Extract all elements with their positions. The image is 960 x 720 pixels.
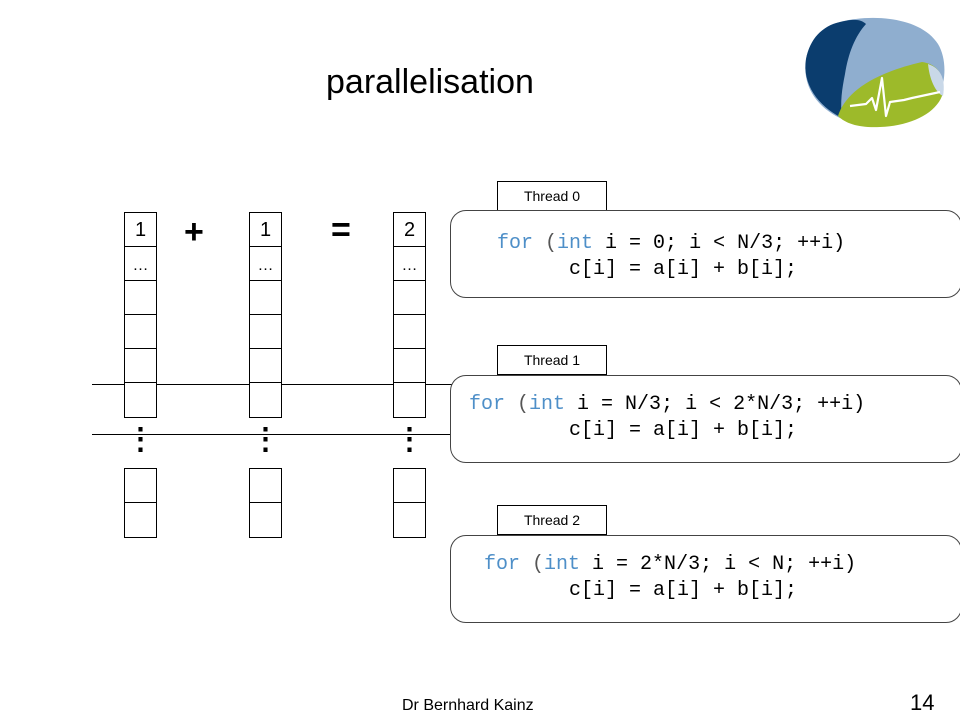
array-a-cell — [124, 314, 157, 350]
array-a-cell-ellipsis: … — [124, 246, 157, 282]
array-c-cell — [393, 382, 426, 418]
array-a-vertical-dots: ⋮ — [125, 423, 156, 456]
loop-header: i = N/3; i < 2*N/3; ++i) — [565, 393, 866, 416]
paren: ( — [533, 232, 558, 255]
array-a-cell — [124, 468, 157, 504]
array-c: 2 … ⋮ — [393, 212, 426, 538]
array-a-cell — [124, 502, 157, 538]
thread-1-label: Thread 1 — [497, 345, 607, 375]
thread-2-code-box: for (int i = 2*N/3; i < N; ++i) c[i] = a… — [450, 535, 960, 623]
thread-2-code-line-2: c[i] = a[i] + b[i]; — [569, 579, 798, 602]
keyword-int: int — [557, 232, 594, 255]
array-b-cell — [249, 502, 282, 538]
loop-header: i = 2*N/3; i < N; ++i) — [580, 553, 857, 576]
page-number: 14 — [910, 690, 935, 715]
thread-0-code-box: for (int i = 0; i < N/3; ++i) c[i] = a[i… — [450, 210, 960, 298]
array-b-cell — [249, 280, 282, 316]
array-b-cell — [249, 468, 282, 504]
keyword-for: for — [469, 393, 506, 416]
array-a-cell — [124, 280, 157, 316]
array-b-cell-ellipsis: … — [249, 246, 282, 282]
array-b-cell — [249, 382, 282, 418]
separator-line-bottom — [92, 434, 452, 435]
thread-1-code-box: for (int i = N/3; i < 2*N/3; ++i) c[i] =… — [450, 375, 960, 463]
array-c-cell-first: 2 — [393, 212, 426, 248]
page-title: parallelisation — [326, 63, 534, 101]
thread-2-code-line-1: for (int i = 2*N/3; i < N; ++i) — [484, 552, 856, 578]
thread-0-label: Thread 0 — [497, 181, 607, 211]
array-c-cell — [393, 314, 426, 350]
keyword-for: for — [484, 553, 521, 576]
array-c-vertical-dots: ⋮ — [394, 423, 425, 456]
loop-header: i = 0; i < N/3; ++i) — [593, 232, 846, 255]
array-b: 1 … ⋮ — [249, 212, 282, 538]
keyword-int: int — [529, 393, 566, 416]
array-c-cell — [393, 502, 426, 538]
array-a: 1 … ⋮ — [124, 212, 157, 538]
paren: ( — [520, 553, 545, 576]
thread-1-code-line-1: for (int i = N/3; i < 2*N/3; ++i) — [469, 392, 865, 418]
footer-author: Dr Bernhard Kainz — [402, 697, 534, 714]
plus-operator: + — [184, 213, 204, 251]
array-c-cell — [393, 280, 426, 316]
array-a-cell — [124, 348, 157, 384]
array-b-cell — [249, 348, 282, 384]
array-a-cell-first: 1 — [124, 212, 157, 248]
thread-0-code-line-2: c[i] = a[i] + b[i]; — [569, 258, 798, 281]
array-c-cell-ellipsis: … — [393, 246, 426, 282]
array-c-cell — [393, 348, 426, 384]
keyword-for: for — [497, 232, 534, 255]
thread-2-label: Thread 2 — [497, 505, 607, 535]
equals-operator: = — [331, 211, 351, 249]
keyword-int: int — [544, 553, 581, 576]
heart-brain-logo-icon — [805, 17, 945, 128]
array-b-cell-first: 1 — [249, 212, 282, 248]
array-c-cell — [393, 468, 426, 504]
paren: ( — [505, 393, 530, 416]
array-b-cell — [249, 314, 282, 350]
thread-0-code-line-1: for (int i = 0; i < N/3; ++i) — [497, 231, 845, 257]
array-b-vertical-dots: ⋮ — [250, 423, 281, 456]
array-a-cell — [124, 382, 157, 418]
thread-1-code-line-2: c[i] = a[i] + b[i]; — [569, 419, 798, 442]
